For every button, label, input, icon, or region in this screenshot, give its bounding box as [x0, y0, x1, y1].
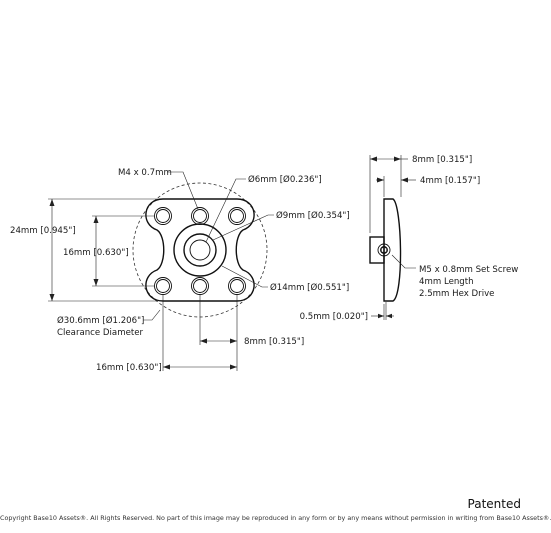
m4-hole-top-right [228, 207, 246, 225]
label-screw-3: 2.5mm Hex Drive [419, 289, 494, 299]
label-d9: Ø9mm [Ø0.354"] [276, 210, 350, 221]
m4-hole-bottom-right [228, 277, 246, 295]
label-m4: M4 x 0.7mm [118, 168, 172, 178]
side-view [369, 198, 402, 302]
label-w8-front: 8mm [0.315"] [244, 337, 304, 347]
front-dimensions [48, 198, 238, 371]
label-screw-2: 4mm Length [419, 277, 474, 287]
label-w16: 16mm [0.630"] [96, 363, 162, 373]
side-dimensions [369, 155, 416, 320]
dimension-labels: M4 x 0.7mm Ø6mm [Ø0.236"] Ø9mm [Ø0.354"]… [10, 155, 518, 373]
label-side-8: 8mm [0.315"] [412, 155, 472, 165]
patented-label: Patented [467, 497, 521, 511]
m4-hole-top-center [191, 207, 209, 225]
bore-6mm [189, 239, 211, 261]
hub-outline [145, 198, 255, 302]
copyright-notice: Copyright Base10 Assets®. All Rights Res… [0, 514, 551, 522]
label-side-05: 0.5mm [0.020"] [300, 312, 368, 322]
label-clearance-1: Ø30.6mm [Ø1.206"] [57, 315, 144, 326]
front-leaders [143, 171, 274, 321]
side-flange [383, 198, 402, 302]
set-screw [377, 243, 391, 257]
m4-hole-bottom-center [191, 277, 209, 295]
technical-drawing: M4 x 0.7mm Ø6mm [Ø0.236"] Ø9mm [Ø0.354"]… [10, 155, 518, 373]
front-view [132, 182, 268, 318]
label-d14: Ø14mm [Ø0.551"] [270, 282, 349, 293]
label-h16: 16mm [0.630"] [63, 248, 129, 258]
m4-hole-top-left [154, 207, 172, 225]
label-screw-1: M5 x 0.8mm Set Screw [419, 265, 518, 275]
m4-hole-bottom-left [154, 277, 172, 295]
label-h24: 24mm [0.945"] [10, 226, 76, 236]
boss-14mm [173, 223, 227, 277]
counterbore-9mm [183, 233, 217, 267]
label-d6: Ø6mm [Ø0.236"] [248, 174, 322, 185]
label-clearance-2: Clearance Diameter [57, 328, 144, 338]
side-boss [369, 236, 385, 264]
label-side-4: 4mm [0.157"] [420, 176, 480, 186]
